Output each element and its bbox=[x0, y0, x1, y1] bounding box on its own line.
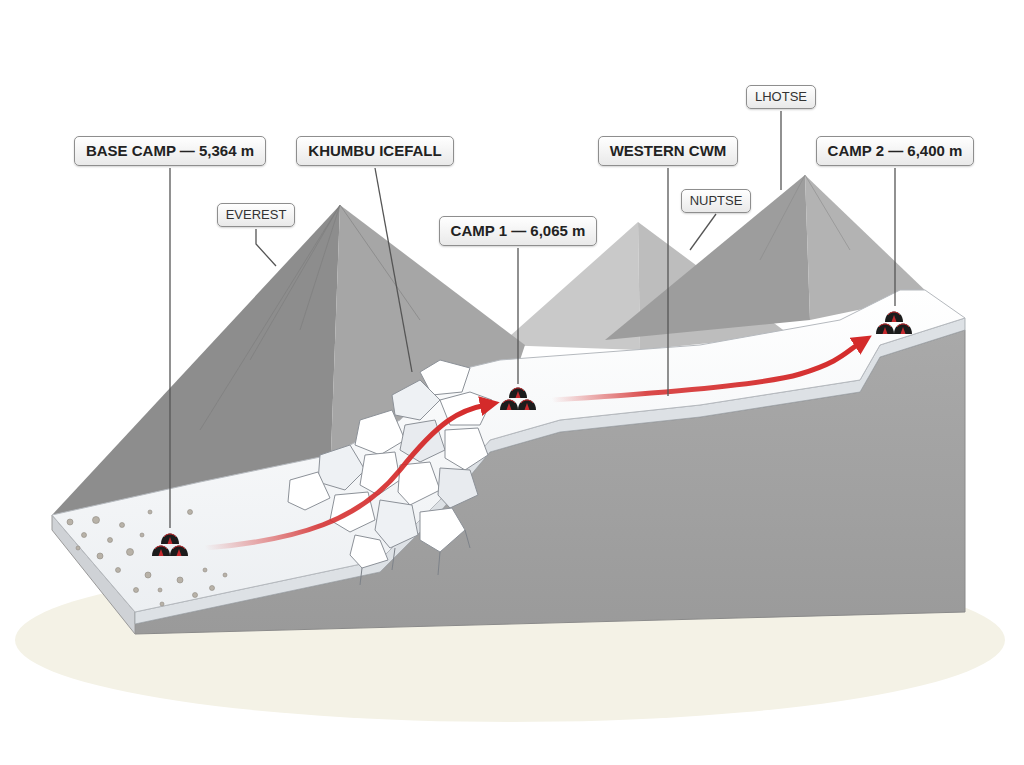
label-text: BASE CAMP — 5,364 m bbox=[86, 142, 254, 160]
callout-label: CAMP 2 — 6,400 m bbox=[816, 136, 975, 166]
peak-label: EVEREST bbox=[217, 203, 296, 227]
peak-label: LHOTSE bbox=[746, 85, 816, 109]
callout-label: KHUMBU ICEFALL bbox=[296, 136, 453, 166]
route-arrow bbox=[205, 405, 486, 548]
label-text: EVEREST bbox=[226, 207, 287, 223]
label-text: NUPTSE bbox=[690, 193, 743, 209]
label-text: WESTERN CWM bbox=[610, 142, 727, 160]
label-text: CAMP 2 — 6,400 m bbox=[828, 142, 963, 160]
callout-label: WESTERN CWM bbox=[598, 136, 739, 166]
tent-group bbox=[876, 312, 912, 335]
snow-path bbox=[52, 290, 965, 612]
peak-label: NUPTSE bbox=[681, 189, 752, 213]
callout-label: BASE CAMP — 5,364 m bbox=[74, 136, 266, 166]
icefall-seracs bbox=[288, 360, 492, 585]
leader-lines bbox=[170, 111, 895, 528]
label-text: KHUMBU ICEFALL bbox=[308, 142, 441, 160]
tent-group bbox=[152, 534, 188, 557]
moraine-gravel bbox=[67, 510, 227, 607]
label-text: LHOTSE bbox=[755, 89, 807, 105]
tent-group bbox=[500, 388, 536, 411]
callout-label: CAMP 1 — 6,065 m bbox=[439, 216, 598, 246]
label-text: CAMP 1 — 6,065 m bbox=[451, 222, 586, 240]
route-arrow bbox=[552, 343, 860, 400]
